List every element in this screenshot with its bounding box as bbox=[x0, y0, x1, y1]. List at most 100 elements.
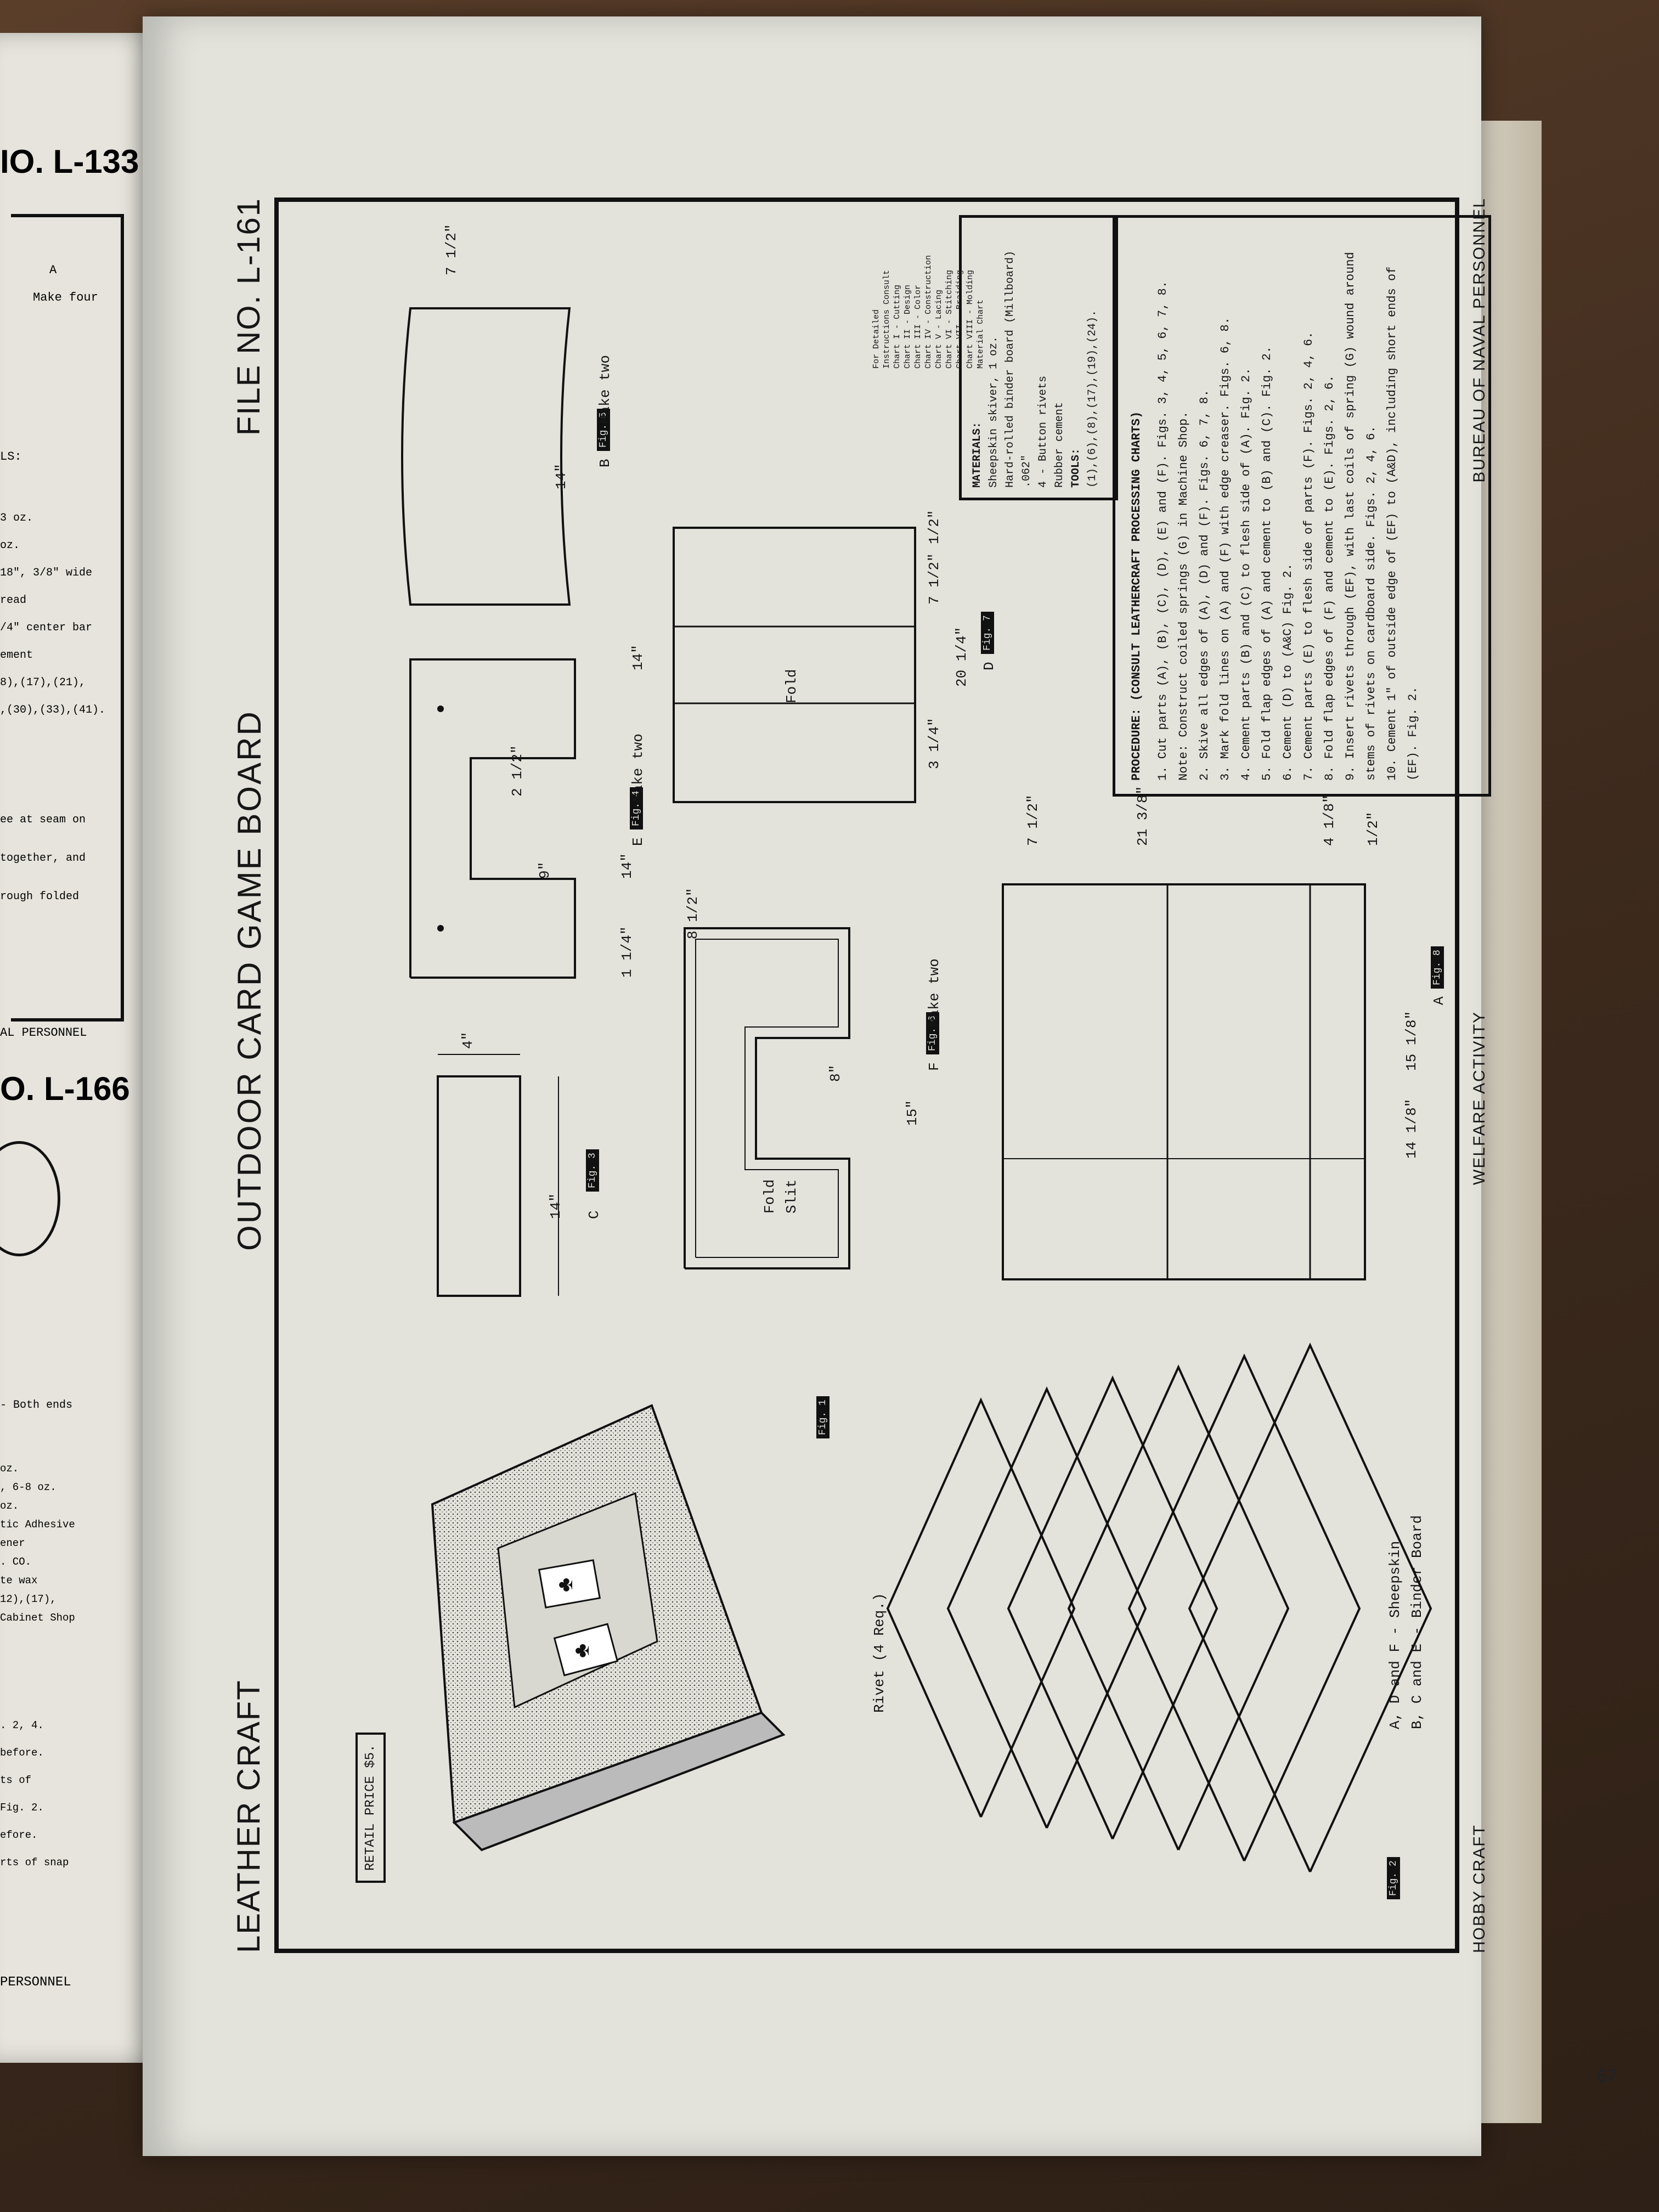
procedure-step: 9. Insert rivets through (EF), with last… bbox=[1344, 252, 1378, 781]
file-number: FILE NO. L-161 bbox=[231, 198, 267, 436]
dim-a-7-1-2: 7 1/2" bbox=[1025, 794, 1041, 846]
part-c-label: C bbox=[586, 1210, 602, 1219]
left-line: A bbox=[49, 263, 57, 277]
left-line: ee at seam on bbox=[0, 814, 86, 826]
dim-b-14: 14" bbox=[553, 464, 569, 489]
part-a-label: A bbox=[1431, 996, 1447, 1005]
part-a-drawing bbox=[1002, 883, 1366, 1280]
dim-c-14: 14" bbox=[548, 1193, 564, 1219]
dim-d-3-1-4: 3 1/4" bbox=[926, 718, 943, 769]
dim-c-4: 4" bbox=[460, 1031, 476, 1049]
part-b-label: B bbox=[597, 459, 613, 467]
left-line: rts of snap bbox=[0, 1857, 69, 1869]
page-number: 67 bbox=[1596, 2066, 1617, 2086]
part-d-label: D bbox=[981, 662, 997, 670]
consult-line: Chart I - Cutting bbox=[893, 284, 902, 369]
left-line: ement bbox=[0, 649, 33, 662]
section-heading: LEATHER CRAFT bbox=[231, 1679, 267, 1953]
part-b-drawing bbox=[401, 307, 571, 606]
material-item: Rubber cement bbox=[1053, 402, 1066, 488]
left-line: Cabinet Shop bbox=[0, 1612, 75, 1624]
page-stack-edge bbox=[1476, 121, 1542, 2123]
procedure-step: 5. Fold flap edges of (A) and cement to … bbox=[1260, 346, 1274, 781]
retail-price: RETAIL PRICE $5. bbox=[356, 1732, 386, 1883]
consult-line: Chart III - Color bbox=[913, 284, 923, 369]
left-materials: 3 oz. oz. 18", 3/8" wide read /4" center… bbox=[0, 505, 105, 724]
part-f-drawing bbox=[684, 927, 850, 1269]
consult-line: Chart IV - Construction bbox=[924, 255, 933, 369]
fig8-tag: Fig. 8 bbox=[1431, 946, 1444, 989]
footer-right: BUREAU OF NAVAL PERSONNEL bbox=[1470, 198, 1488, 483]
left-circle-diagram bbox=[0, 1141, 60, 1256]
left-line: efore. bbox=[0, 1829, 38, 1841]
fold-label-d: Fold bbox=[783, 669, 800, 703]
left-line: oz. bbox=[0, 539, 20, 552]
left-materials-2: oz. , 6-8 oz. oz. tic Adhesive ener . CO… bbox=[0, 1459, 75, 1627]
consult-line: Chart VII - Braiding bbox=[955, 269, 964, 369]
consult-line: Instructions Consult bbox=[882, 269, 891, 369]
dim-e-2-1-2: 2 1/2" bbox=[509, 745, 526, 797]
svg-text:♣: ♣ bbox=[569, 1644, 594, 1658]
dim-e-14: 14" bbox=[619, 853, 635, 879]
consult-line: Chart VI - Stitching bbox=[945, 269, 954, 369]
left-file-no: IO. L-133 bbox=[0, 143, 139, 180]
consult-line: Chart VIII - Molding bbox=[966, 269, 975, 369]
dim-a-4-1-8: 4 1/8" bbox=[1321, 794, 1338, 846]
rotated-page-content: LEATHER CRAFT OUTDOOR CARD GAME BOARD FI… bbox=[230, 198, 1547, 1953]
material-item: 4 - Button rivets bbox=[1037, 375, 1049, 488]
dim-d-7-1-2: 7 1/2" bbox=[926, 553, 943, 605]
legend-line-1: A, D and F - Sheepskin bbox=[1387, 1541, 1403, 1729]
left-line: 8),(17),(21), bbox=[0, 676, 86, 689]
board-fold-shape bbox=[452, 1711, 786, 1852]
left-line: ,(30),(33),(41). bbox=[0, 704, 106, 716]
procedure-box: PROCEDURE: (CONSULT LEATHERCRAFT PROCESS… bbox=[1113, 215, 1491, 797]
fig1-illustration: ♣ ♣ bbox=[431, 1404, 786, 1852]
left-line: , 6-8 oz. bbox=[0, 1481, 57, 1493]
footer-left: HOBBY CRAFT bbox=[1470, 1824, 1488, 1953]
document-page: 67 bbox=[143, 16, 1617, 2156]
fold-label: Fold bbox=[761, 1179, 778, 1214]
slit-label: Slit bbox=[783, 1179, 800, 1214]
material-item: Hard-rolled binder board (Millboard) .06… bbox=[1004, 250, 1033, 488]
page-title: OUTDOOR CARD GAME BOARD bbox=[231, 710, 268, 1251]
playing-card-shape bbox=[538, 1559, 601, 1609]
consult-line: Chart V - Lacing bbox=[934, 289, 944, 369]
left-line: 18", 3/8" wide bbox=[0, 567, 93, 579]
left-line: oz. bbox=[0, 1500, 19, 1512]
dim-f-8-1-2: 8 1/2" bbox=[685, 888, 701, 939]
svg-text:♣: ♣ bbox=[553, 1578, 577, 1592]
left-line: 12),(17), bbox=[0, 1593, 57, 1605]
left-line: . CO. bbox=[0, 1556, 32, 1568]
left-footer-2: PERSONNEL bbox=[0, 1975, 71, 1990]
left-panel-top bbox=[11, 214, 124, 1022]
left-line: before. bbox=[0, 1747, 44, 1759]
left-line: tic Adhesive bbox=[0, 1519, 75, 1531]
left-line: Fig. 2. bbox=[0, 1802, 44, 1814]
procedure-title: PROCEDURE: (CONSULT LEATHERCRAFT PROCESS… bbox=[1130, 411, 1143, 781]
fig3-tag: Fig. 3 bbox=[586, 1149, 599, 1192]
dim-a-14-1-8: 14 1/8" bbox=[1403, 1098, 1420, 1159]
fig2-exploded-view bbox=[886, 1342, 1432, 1872]
left-line: . 2, 4. bbox=[0, 1719, 44, 1731]
fig2-tag: Fig. 2 bbox=[1387, 1857, 1400, 1899]
part-f-make: Make two bbox=[926, 958, 943, 1027]
legend-line-2: B, C and E - Binder Board bbox=[1409, 1515, 1425, 1729]
dim-f-8: 8" bbox=[827, 1064, 844, 1082]
part-f-label: F bbox=[926, 1062, 943, 1071]
dim-d-1-2: 1/2" bbox=[926, 510, 943, 544]
dim-f-15: 15" bbox=[904, 1100, 921, 1126]
tools-title: TOOLS: bbox=[1070, 448, 1082, 488]
dim-d-20-1-4: 20 1/4" bbox=[953, 627, 970, 687]
part-e-make: Make two bbox=[630, 733, 646, 802]
left-line: 3 oz. bbox=[0, 512, 33, 524]
left-line: rough folded bbox=[0, 890, 80, 903]
left-line: - Both ends bbox=[0, 1399, 73, 1412]
dim-e-1-1-4: 1 1/4" bbox=[619, 926, 635, 978]
procedure-step: 10. Cement 1" of outside edge of (EF) to… bbox=[1385, 266, 1420, 781]
consult-line: For Detailed bbox=[872, 309, 881, 369]
tools-list: (1),(6),(8),(17),(19),(24). bbox=[1086, 309, 1099, 488]
left-line: read bbox=[0, 594, 27, 607]
left-file-no-2: O. L-166 bbox=[0, 1070, 130, 1107]
fig7-tag: Fig. 7 bbox=[981, 612, 994, 654]
procedure-step: 6. Cement (D) to (A&C) Fig. 2. bbox=[1281, 563, 1295, 781]
